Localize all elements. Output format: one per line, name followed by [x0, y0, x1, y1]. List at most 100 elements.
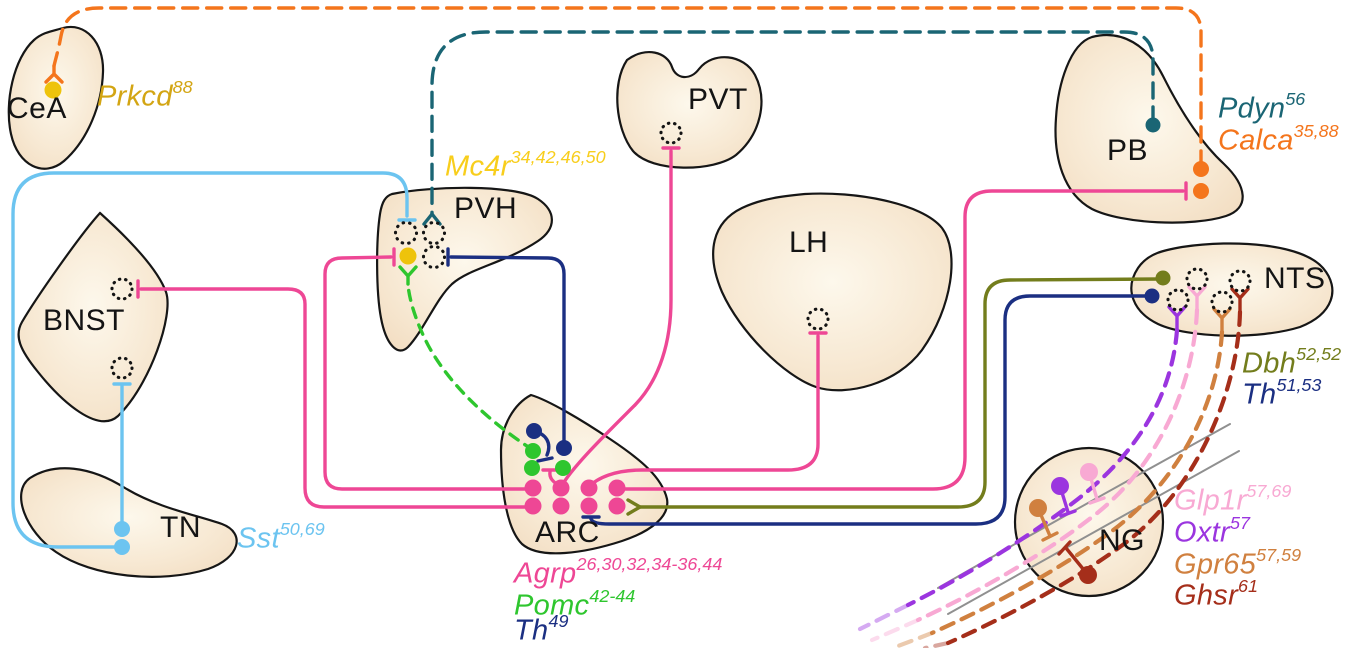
projection-agrp-lh-line [587, 334, 820, 489]
neuron-th-arc-2 [556, 440, 572, 456]
projection-ghsr-nts-yfork [1230, 287, 1250, 314]
gene-label-th-arc-sup: 49 [548, 611, 569, 631]
projection-agrp-pvt-line [559, 149, 673, 489]
gene-label-pomc: Pomc42-44 [514, 586, 636, 622]
projection-agrp-pb-line [615, 189, 1185, 491]
projection-dbh-arc-yfork [626, 498, 642, 516]
region-label-ng: NG [1099, 524, 1145, 557]
gene-label-agrp-text: Agrp [514, 557, 577, 590]
gene-label-mc4r: Mc4r34,42,46,50 [445, 147, 606, 183]
neuron-agrp-arc-5 [524, 497, 542, 515]
region-label-bnst: BNST [43, 304, 126, 337]
projection-glp1r-nts-line [915, 307, 1200, 623]
projection-th-pvh-line [449, 255, 566, 450]
projection-gpr65-nts-yfork [1212, 307, 1232, 334]
region-label-tn: TN [160, 511, 201, 544]
region-label-nts: NTS [1264, 262, 1326, 295]
gene-label-mc4r-sup: 34,42,46,50 [510, 147, 606, 167]
projection-pdyn-pvh-line [430, 30, 1155, 216]
target-neuron-nts-3 [1166, 288, 1190, 312]
region-label-cea: CeA [7, 92, 67, 125]
gene-label-mc4r-text: Mc4r [445, 150, 511, 183]
neuron-oxtr-ng [1051, 477, 1069, 495]
region-label-pb: PB [1107, 134, 1149, 167]
gene-label-prkcd-sup: 88 [172, 77, 193, 97]
neuron-agrp-arc-8 [608, 497, 626, 515]
gene-label-calca-text: Calca [1218, 124, 1294, 157]
gene-label-th-nts-sup: 51,53 [1276, 375, 1322, 395]
target-neuron-nts-2 [1228, 269, 1252, 293]
gene-label-ghsr-sup: 61 [1238, 576, 1259, 596]
projection-dbh-arc-line [638, 277, 1163, 509]
projection-glp1r-nts-yfork [1187, 285, 1207, 312]
projection-oxtr-nts-line [905, 327, 1180, 608]
target-neuron-bnst-1 [110, 277, 134, 301]
region-lh-shape [712, 192, 953, 392]
gene-label-gpr65-sup: 57,59 [1256, 545, 1302, 565]
region-label-pvt: PVT [688, 83, 748, 116]
projection-gpr65-nts-line [929, 329, 1225, 636]
region-pvh-shape [376, 186, 553, 352]
neuron-agrp-arc-3 [580, 479, 598, 497]
gene-label-pdyn-sup: 56 [1285, 89, 1306, 109]
neuron-markers [44, 81, 1209, 584]
neuron-agrp-arc-7 [580, 497, 598, 515]
neuron-pomc-arc-2 [524, 460, 540, 476]
gene-label-dbh: Dbh52,52 [1242, 344, 1342, 380]
projection-sst-pvh-line [11, 171, 409, 549]
neuron-mc4r-pvh [399, 247, 417, 265]
gene-label-oxtr: Oxtr57 [1174, 514, 1250, 548]
neuron-agrp-arc-2 [552, 479, 570, 497]
target-neuron-nts-1 [1185, 267, 1209, 291]
neuron-prkcd-cea [44, 81, 62, 99]
gene-label-dbh-sup: 52,52 [1296, 344, 1342, 364]
region-tn-shape [20, 467, 238, 578]
neuron-dbh-nts [1155, 270, 1171, 286]
target-neuron-bnst-2 [110, 356, 134, 380]
gene-label-th-nts-text: Th [1242, 378, 1277, 411]
projection-pomc-pvh-yfork [398, 265, 418, 286]
neuron-agrp-arc-6 [552, 497, 570, 515]
gene-label-glp1r: Glp1r57,69 [1174, 481, 1292, 517]
projection-agrp-bnst-line [139, 287, 535, 509]
gene-label-pomc-sup: 42-44 [589, 586, 636, 606]
gene-label-calca-sup: 35,88 [1293, 121, 1339, 141]
neuron-sst-tn-1 [114, 521, 130, 537]
region-bnst-shape [17, 211, 169, 423]
gene-label-agrp: Agrp26,30,32,34-36,44 [514, 554, 723, 590]
target-neuron-outlines [110, 121, 1252, 380]
neuron-th-arc-1 [526, 423, 542, 439]
neuron-agrp-arc-4 [608, 479, 626, 497]
region-pvt-shape [616, 51, 763, 169]
neuron-pdyn-pb [1145, 117, 1161, 133]
neuron-sst-tn-2 [114, 539, 130, 555]
gene-label-pdyn-text: Pdyn [1218, 92, 1286, 125]
gene-label-ghsr: Ghsr61 [1174, 576, 1259, 612]
region-label-lh: LH [789, 226, 829, 259]
gene-label-ghsr-text: Ghsr [1174, 579, 1239, 612]
gene-label-th-nts: Th51,53 [1242, 375, 1322, 411]
gene-label-th-arc-text: Th [514, 614, 549, 647]
neuron-calca-pb-2 [1193, 183, 1209, 199]
target-neuron-nts-4 [1210, 290, 1234, 314]
gene-label-glp1r-text: Glp1r [1174, 484, 1247, 517]
target-neuron-pvh-2 [421, 220, 447, 246]
gene-label-agrp-sup: 26,30,32,34-36,44 [576, 554, 723, 574]
projection-gpr65-tail [890, 630, 935, 648]
gene-label-prkcd: Prkcd88 [97, 77, 193, 112]
gene-label-glp1r-sup: 57,69 [1246, 481, 1292, 501]
region-label-pvh: PVH [454, 192, 518, 225]
region-label-arc: ARC [535, 516, 600, 549]
projection-calca-cea-yfork [44, 64, 64, 84]
target-neuron-pvt [659, 121, 683, 145]
gene-label-sst: Sst50,69 [237, 520, 325, 554]
projection-calca-cea-line [52, 6, 1203, 168]
gene-label-th-arc: Th49 [514, 611, 569, 647]
neuron-agrp-arc-1 [524, 479, 542, 497]
target-neuron-lh [806, 307, 830, 331]
gene-label-dbh-text: Dbh [1242, 347, 1297, 380]
projection-agrp-pvh-line [323, 255, 535, 491]
gene-label-pomc-text: Pomc [514, 589, 590, 622]
